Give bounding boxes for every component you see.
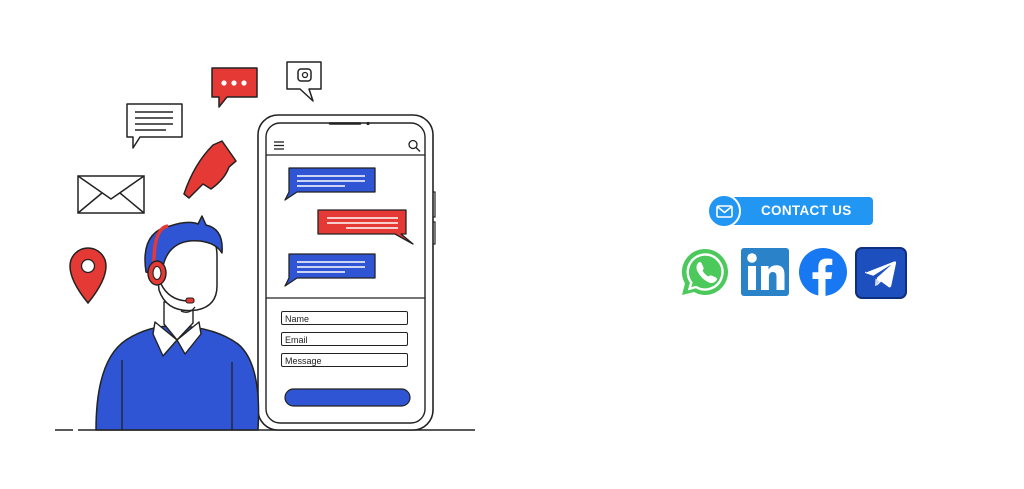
email-field: Email xyxy=(281,332,408,346)
support-agent xyxy=(95,215,260,431)
name-field: Name xyxy=(281,311,408,325)
speech-bubble-icon xyxy=(126,103,183,149)
headset-icon xyxy=(147,224,195,304)
chat-bubble-incoming xyxy=(284,253,376,287)
envelope-icon xyxy=(77,175,145,214)
whatsapp-icon xyxy=(681,248,728,295)
linkedin-link[interactable] xyxy=(740,247,790,297)
at-mail-icon xyxy=(286,61,322,102)
contact-us-button[interactable]: CONTACT US xyxy=(707,194,873,228)
hamburger-menu-icon xyxy=(274,141,284,150)
chat-dots-icon xyxy=(211,67,258,108)
smartphone-mockup xyxy=(257,114,436,431)
submit-button-mock xyxy=(284,388,411,407)
facebook-link[interactable] xyxy=(798,247,848,297)
telegram-icon xyxy=(855,247,907,299)
phone-icon xyxy=(183,140,237,199)
contact-us-label: CONTACT US xyxy=(761,203,852,218)
chat-bubble-outgoing xyxy=(317,209,414,245)
customer-support-illustration xyxy=(55,61,475,431)
chat-bubble-incoming xyxy=(284,167,376,201)
telegram-link[interactable] xyxy=(855,247,907,299)
location-pin-icon xyxy=(69,247,107,305)
message-field: Message xyxy=(281,353,408,367)
whatsapp-link[interactable] xyxy=(679,246,731,298)
mail-icon xyxy=(707,194,741,228)
search-icon xyxy=(408,139,421,152)
contact-us-bar xyxy=(723,197,873,225)
linkedin-icon xyxy=(741,248,789,296)
facebook-icon xyxy=(799,248,847,296)
